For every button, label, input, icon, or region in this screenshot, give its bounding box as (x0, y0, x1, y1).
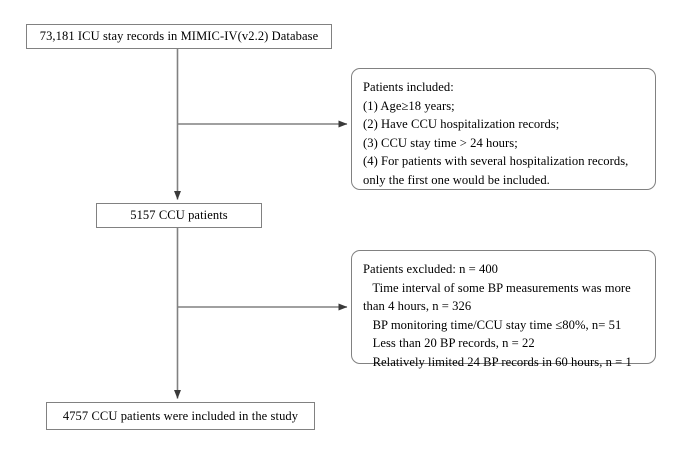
exclusion-line-0: Patients excluded: n = 400 (363, 262, 499, 276)
exclusion-line-2: than 4 hours, n = 326 (363, 299, 472, 313)
node-source-cohort-label: 73,181 ICU stay records in MIMIC-IV(v2.2… (39, 29, 319, 44)
exclusion-line-5: Relatively limited 24 BP records in 60 h… (363, 354, 632, 369)
node-ccu-patients: 5157 CCU patients (96, 203, 262, 228)
node-inclusion-criteria: Patients included: (1) Age≥18 years; (2)… (351, 68, 656, 190)
exclusion-criteria-text: Patients excluded: n = 400 Time interval… (352, 251, 642, 379)
exclusion-line-1: Time interval of some BP measurements wa… (363, 280, 631, 295)
inclusion-line-1: (1) Age≥18 years; (363, 98, 455, 113)
inclusion-line-5: only the first one would be included. (363, 172, 550, 187)
node-source-cohort: 73,181 ICU stay records in MIMIC-IV(v2.2… (26, 24, 332, 49)
exclusion-line-3: BP monitoring time/CCU stay time ≤80%, n… (363, 317, 622, 332)
node-final-cohort: 4757 CCU patients were included in the s… (46, 402, 315, 430)
node-exclusion-criteria: Patients excluded: n = 400 Time interval… (351, 250, 656, 369)
exclusion-line-4: Less than 20 BP records, n = 22 (363, 336, 535, 350)
inclusion-criteria-text: Patients included: (1) Age≥18 years; (2)… (352, 69, 638, 197)
node-final-cohort-label: 4757 CCU patients were included in the s… (62, 408, 299, 423)
node-ccu-patients-label: 5157 CCU patients (130, 208, 228, 223)
inclusion-line-2: (2) Have CCU hospitalization records; (363, 117, 560, 131)
inclusion-line-0: Patients included: (363, 80, 454, 94)
inclusion-line-3: (3) CCU stay time > 24 hours; (363, 135, 518, 150)
inclusion-line-4: (4) For patients with several hospitaliz… (363, 154, 629, 168)
